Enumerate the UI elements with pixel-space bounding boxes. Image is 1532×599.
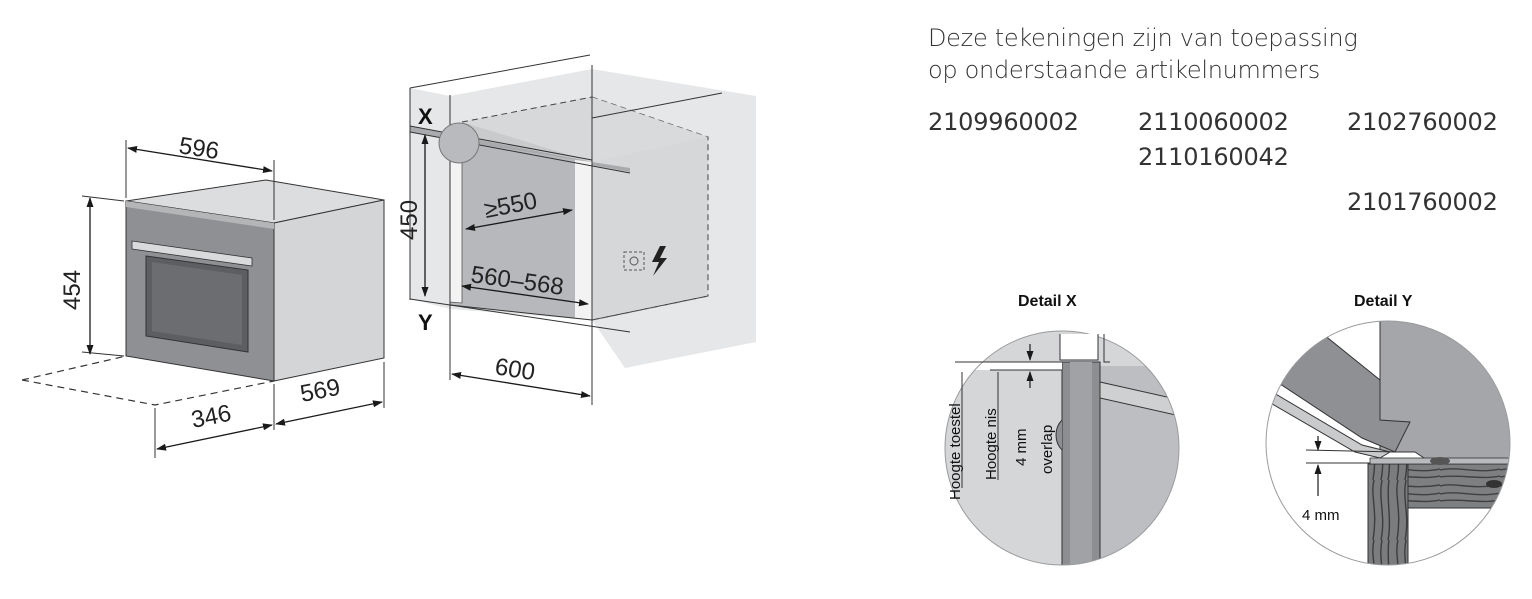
niche-label-x: X — [418, 104, 433, 129]
intro-line-2: op onderstaande artikelnummers — [928, 56, 1320, 84]
detail-y-gap-label: 4 mm — [1302, 507, 1340, 524]
article-number: 2102760002 — [1347, 108, 1498, 136]
detail-x-title: Detail X — [1018, 293, 1077, 310]
intro-text: Deze tekeningen zijn van toepassing op o… — [928, 22, 1358, 86]
hoogte-toestel-label: Hoogte toestel — [947, 403, 964, 500]
intro-line-1: Deze tekeningen zijn van toepassing — [928, 24, 1358, 52]
detail-x-gap-label: 4 mm — [1013, 429, 1030, 467]
oven-height-label: 454 — [59, 270, 86, 310]
detail-y-title: Detail Y — [1354, 293, 1413, 310]
overlap-label: overlap — [1039, 425, 1056, 474]
oven-front-depth-label: 346 — [189, 400, 233, 434]
article-number: 2110160042 — [1138, 143, 1289, 171]
power-outlet-icon — [623, 251, 645, 271]
oven-width-label: 596 — [177, 132, 221, 165]
niche-width-label: 600 — [493, 353, 537, 386]
lightning-icon — [652, 246, 667, 276]
niche-drawing: X Y 450 ≥550 560–568 600 — [396, 54, 756, 405]
niche-height-label: 450 — [396, 200, 423, 240]
detail-x: Detail X Hoogte toestel Hoogte nis 4 mm … — [944, 293, 1180, 566]
niche-label-y: Y — [418, 310, 433, 335]
article-number: 2101760002 — [1347, 188, 1498, 216]
oven-depth-label: 569 — [298, 374, 342, 408]
hoogte-nis-label: Hoogte nis — [983, 408, 1000, 480]
detail-y: Detail Y 4 mm — [1265, 293, 1511, 566]
article-number: 2109960002 — [928, 108, 1079, 136]
article-number: 2110060002 — [1138, 108, 1289, 136]
oven-drawing: 596 454 346 569 — [21, 132, 385, 458]
